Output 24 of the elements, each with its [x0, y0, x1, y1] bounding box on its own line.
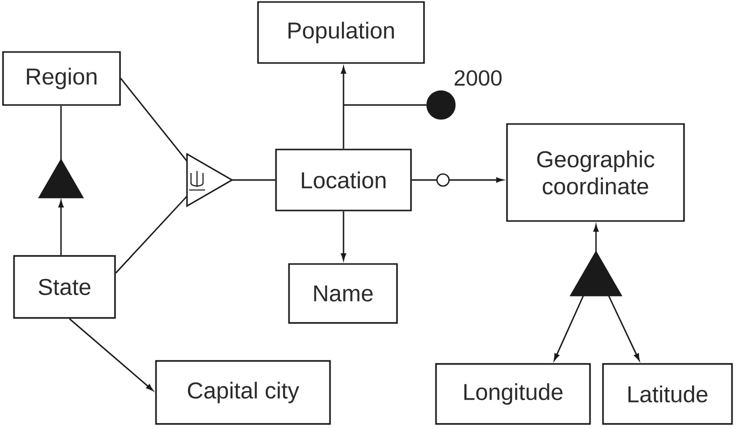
connector-line: [120, 78, 188, 162]
arrow: [69, 318, 154, 391]
arrow: [412, 177, 504, 183]
entity-box: Name: [288, 263, 398, 324]
connector-line: [60, 106, 62, 160]
entity-box: Latitude: [602, 363, 733, 425]
entity-box: Geographic coordinate: [506, 123, 685, 222]
connector-line: [343, 104, 426, 106]
entity-box: Capital city: [155, 360, 331, 425]
connector-line: [232, 179, 276, 181]
arrow: [340, 66, 346, 149]
entity-box: State: [13, 255, 116, 319]
arrow: [608, 295, 640, 361]
dot-marker: [426, 90, 456, 120]
arrow: [593, 224, 599, 252]
arrow: [340, 211, 346, 260]
entity-box: Location: [275, 148, 412, 212]
arrow: [58, 200, 64, 256]
arrow: [554, 295, 584, 361]
connector-line: [115, 196, 188, 274]
year-label: 2000: [454, 70, 502, 86]
entity-box: Longitude: [435, 363, 591, 425]
entity-box: Population: [257, 1, 425, 64]
entity-box: Region: [2, 51, 121, 106]
